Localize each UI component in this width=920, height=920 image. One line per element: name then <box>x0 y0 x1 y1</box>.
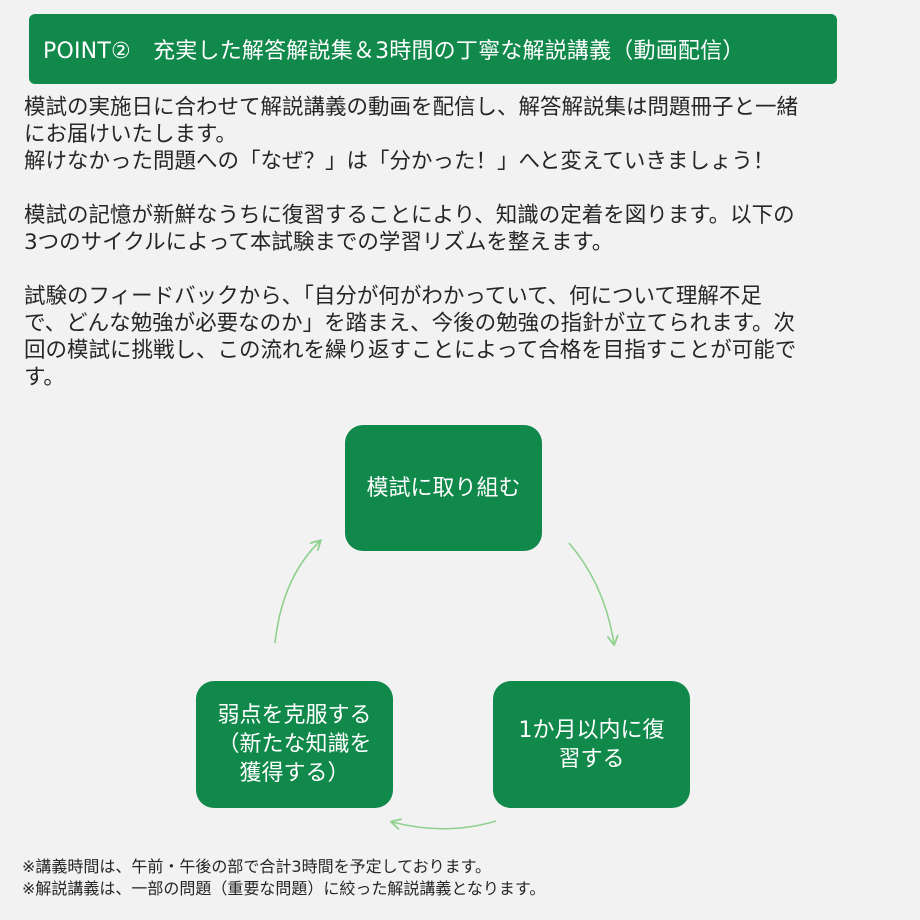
cycle-node-take-mock-exam: 模試に取り組む <box>345 425 542 551</box>
point-header-banner: POINT② 充実した解答解説集＆3時間の丁寧な解説講義（動画配信） <box>29 14 837 84</box>
paragraph-line: にお届けいたします。 <box>24 122 237 147</box>
cycle-node-overcome-weakness: 弱点を克服する （新たな知識を 獲得する） <box>196 681 393 808</box>
cycle-node-review-within-month: 1か月以内に復 習する <box>493 681 690 808</box>
node-label: （新たな知識を <box>217 732 372 757</box>
node-label: 1か月以内に復 <box>518 717 665 743</box>
arrow-left-to-top <box>274 541 320 644</box>
footnote: ※解説講義は、一部の問題（重要な問題）に絞った解説講義となります。 <box>22 879 546 898</box>
point-header-title: POINT② 充実した解答解説集＆3時間の丁寧な解説講義（動画配信） <box>43 39 745 64</box>
node-label: 弱点を克服する <box>217 703 372 728</box>
footnotes: ※講義時間は、午前・午後の部で合計3時間を予定しております。 ※解説講義は、一部… <box>22 856 902 900</box>
footnote: ※講義時間は、午前・午後の部で合計3時間を予定しております。 <box>22 857 492 876</box>
arrow-right-to-left <box>392 821 497 829</box>
paragraph-line: 模試の記憶が新鮮なうちに復習することにより、知識の定着を図ります。以下の <box>24 203 795 228</box>
node-label: 模試に取り組む <box>366 475 521 501</box>
paragraph-line: で、どんな勉強が必要なのか」を踏まえ、今後の勉強の指針が立てられます。次 <box>24 311 795 336</box>
paragraph-line: 解けなかった問題への「なぜ？」は「分かった！」へと変えていきましょう！ <box>24 149 775 174</box>
arrow-top-to-right <box>568 542 614 644</box>
paragraph-line: 模試の実施日に合わせて解説講義の動画を配信し、解答解説集は問題冊子と一緒 <box>24 95 799 120</box>
node-label: 習する <box>558 746 625 772</box>
paragraph-line: 回の模試に挑戦し、この流れを繰り返すことによって合格を目指すことが可能で <box>24 338 797 363</box>
paragraph-line: 3つのサイクルによって本試験までの学習リズムを整えます。 <box>24 230 614 255</box>
paragraph-line: 試験のフィードバックから、「自分が何がわかっていて、何について理解不足 <box>24 284 762 309</box>
node-label: 獲得する） <box>239 761 350 786</box>
description-text: 模試の実施日に合わせて解説講義の動画を配信し、解答解説集は問題冊子と一緒 にお届… <box>24 94 896 391</box>
paragraph-line: す。 <box>24 365 65 390</box>
